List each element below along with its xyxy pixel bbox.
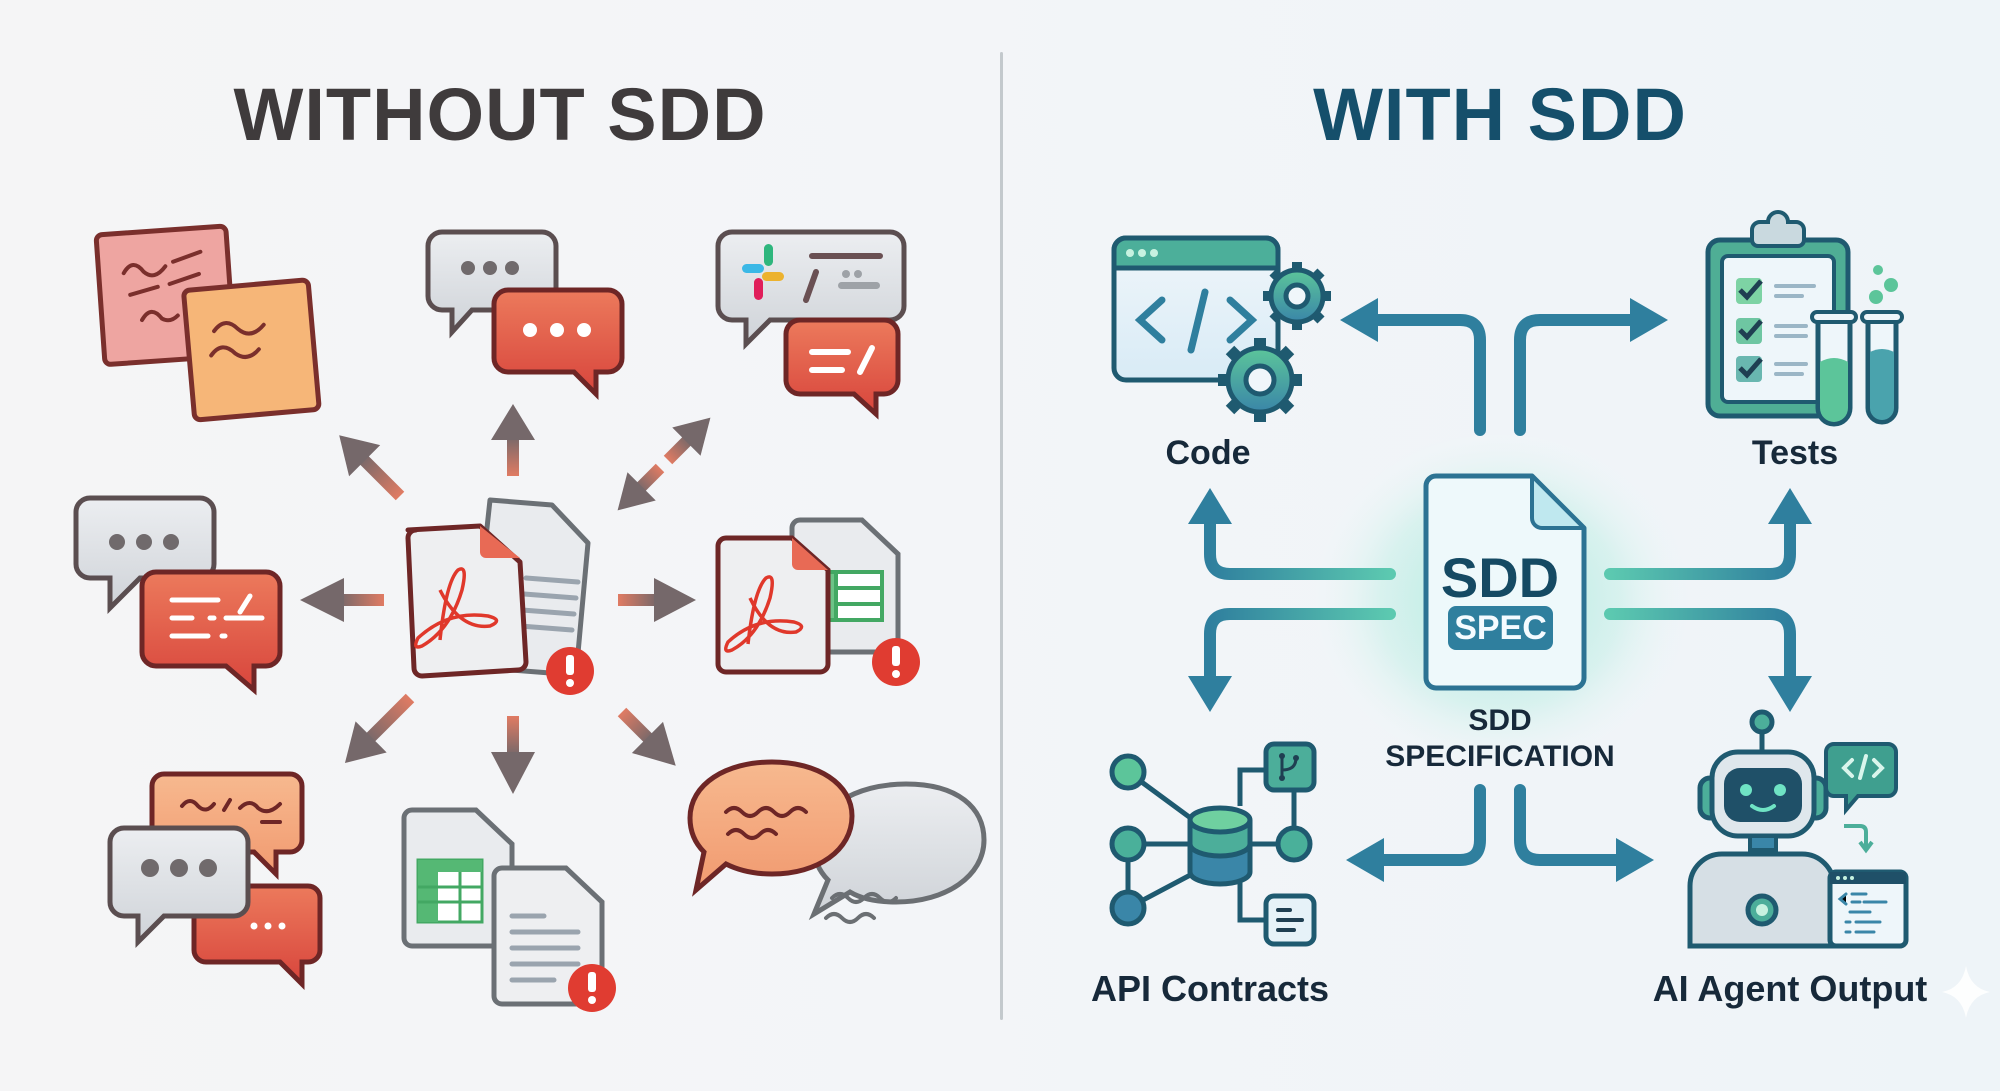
sticky-notes-icon xyxy=(93,223,322,423)
without-sdd-title: WITHOUT SDD xyxy=(233,73,767,156)
slack-icon xyxy=(715,229,907,420)
code-window-icon xyxy=(1111,235,1331,422)
sparkle-icon xyxy=(1942,966,1990,1018)
connector-arrowheads xyxy=(1188,298,1812,882)
spec-caption: SDD SPECIFICATION xyxy=(1350,703,1650,775)
chat-bubbles-icon xyxy=(107,771,323,991)
arrow-right xyxy=(618,578,696,622)
pdf-spreadsheet-icon xyxy=(715,517,920,686)
api-contracts-label: API Contracts xyxy=(1090,968,1330,1009)
clipboard-tests-icon xyxy=(1705,210,1904,427)
chat-bubbles-icon xyxy=(73,495,283,696)
code-label: Code xyxy=(1165,434,1251,472)
panel-divider xyxy=(1000,52,1003,1020)
tests-label: Tests xyxy=(1751,434,1839,472)
robot-icon xyxy=(1687,709,1909,949)
pdf-icon xyxy=(405,523,529,679)
chaos-arrows xyxy=(300,404,711,794)
arrow-down-left xyxy=(344,693,415,764)
ai-agent-output-label: AI Agent Output xyxy=(1652,968,1928,1009)
sdd-connectors xyxy=(1204,314,1796,866)
arrow-up-left xyxy=(339,435,405,501)
spec-badge: SPEC xyxy=(1448,606,1553,650)
arrow-left xyxy=(300,578,384,622)
arrow-down-left-in xyxy=(617,463,665,511)
scattered-documents-hub xyxy=(405,497,594,695)
arrow-up-right xyxy=(663,417,711,465)
gear-icon xyxy=(1218,338,1302,422)
spec-caption-line2: SPECIFICATION xyxy=(1385,740,1615,773)
spec-caption-line1: SDD xyxy=(1468,704,1532,737)
arrow-down xyxy=(491,716,535,794)
warning-icon xyxy=(546,647,594,695)
spreadsheet-icon xyxy=(401,807,616,1012)
speech-bubbles-icon xyxy=(687,759,987,924)
with-sdd-title: WITH SDD xyxy=(1313,73,1687,156)
arrow-up xyxy=(491,404,535,476)
chat-bubbles-icon xyxy=(425,229,625,401)
database-network-icon xyxy=(1109,741,1317,947)
gear-icon xyxy=(1263,262,1331,330)
spec-title: SDD xyxy=(1440,546,1560,609)
arrow-down-right xyxy=(617,707,676,766)
